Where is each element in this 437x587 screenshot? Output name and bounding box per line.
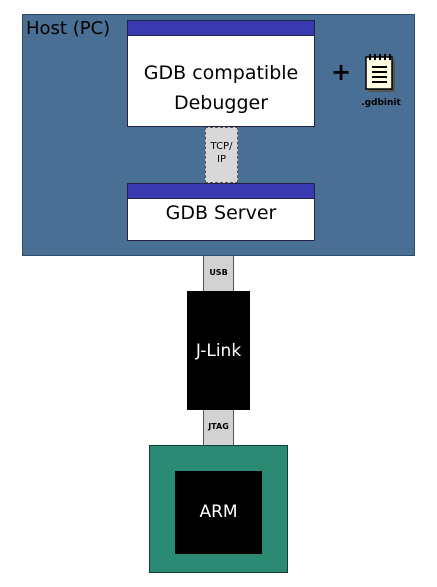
- gdb-debugger-box: [127, 20, 315, 127]
- gdb-debugger-label-line1: GDB compatible: [143, 62, 299, 84]
- gdb-debugger-label-line2: Debugger: [173, 92, 269, 114]
- gdb-server-box: [127, 183, 315, 241]
- tcpip-label: TCP/ IP: [205, 140, 238, 166]
- jlink-label: J-Link: [195, 341, 242, 361]
- gdb-debugger-label: GDB compatible Debugger: [127, 58, 315, 118]
- jtag-connector: [203, 410, 234, 445]
- usb-label: USB: [209, 268, 228, 277]
- arm-chip-label: ARM: [199, 502, 238, 522]
- jtag-label: JTAG: [208, 422, 229, 431]
- plus-sign: +: [330, 58, 352, 86]
- gdb-server-header-bar: [128, 184, 314, 199]
- notepad-file-icon: [364, 54, 398, 94]
- usb-connector: [203, 256, 234, 291]
- gdb-debugger-header-bar: [128, 21, 314, 36]
- tcpip-label-line1: TCP/: [210, 141, 233, 152]
- gdbinit-label: .gdbinit: [361, 98, 401, 108]
- tcpip-connector: [205, 127, 238, 183]
- tcpip-label-line2: IP: [217, 154, 226, 165]
- arm-chip: [175, 471, 262, 554]
- host-pc-label: Host (PC): [26, 18, 111, 39]
- gdb-server-label: GDB Server: [165, 202, 277, 224]
- jlink-box: [187, 291, 250, 410]
